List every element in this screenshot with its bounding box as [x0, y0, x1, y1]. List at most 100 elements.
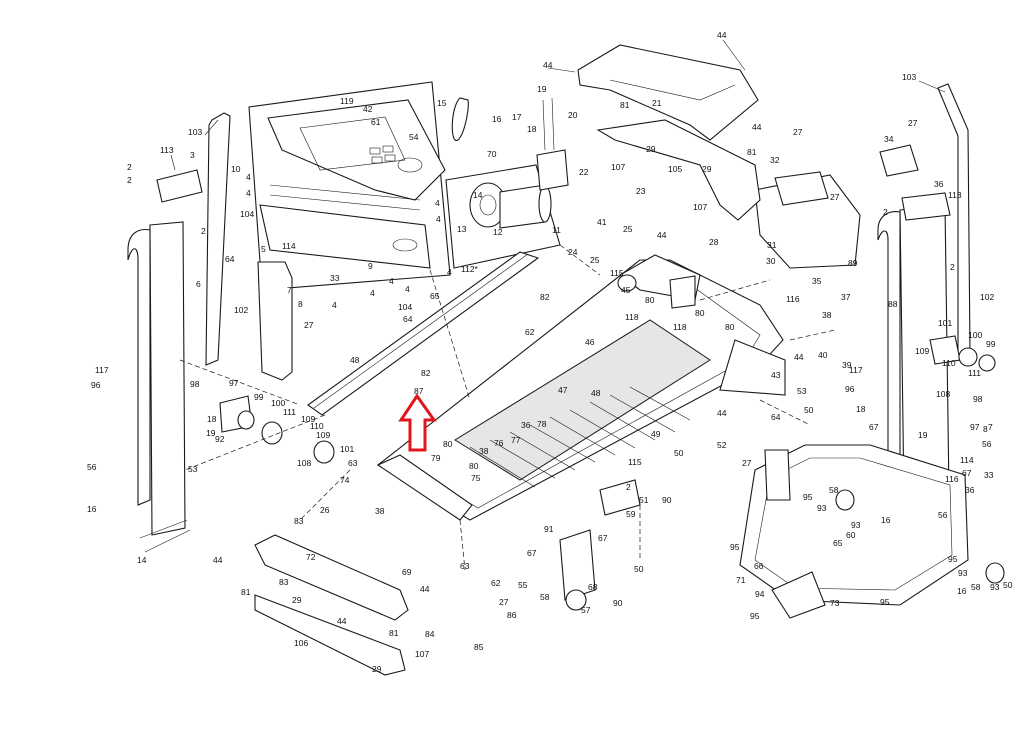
part-callout: 56	[87, 462, 97, 472]
foot-ramp	[771, 571, 826, 619]
part-callout: 28	[709, 237, 719, 247]
motor-body	[499, 184, 546, 229]
part-callout: 36	[934, 179, 944, 189]
deck	[454, 319, 711, 481]
part-callout: 100	[968, 330, 982, 340]
key-holder	[879, 144, 919, 177]
left-wheel	[313, 440, 335, 464]
part-callout: 48	[591, 388, 601, 398]
front-hood-cover	[254, 534, 409, 621]
part-callout: 111	[968, 368, 981, 378]
part-callout: 38	[822, 310, 832, 320]
left-upright	[127, 112, 231, 553]
part-callout: 64	[771, 412, 781, 422]
part-callout: 33	[984, 470, 994, 480]
part-callout: 81	[241, 587, 251, 597]
console-support	[257, 261, 293, 381]
part-callout: 2	[950, 262, 955, 272]
part-callout: 24	[568, 247, 578, 257]
part-callout: 63	[460, 561, 470, 571]
part-callout: 99	[986, 339, 996, 349]
part-callout: 7	[988, 422, 993, 432]
part-callout: 12	[493, 227, 503, 237]
part-callout: 114	[282, 241, 296, 251]
part-callout: 36	[521, 420, 531, 430]
console-inset	[248, 81, 451, 291]
part-callout: 9	[368, 261, 373, 271]
part-callout: 39	[842, 360, 852, 370]
upright-cap	[156, 169, 203, 203]
frame-assembly	[376, 254, 786, 521]
part-callout: 16	[492, 114, 502, 124]
part-callout: 22	[579, 167, 589, 177]
part-callout: 42	[363, 104, 373, 114]
part-callout: 10	[231, 164, 241, 174]
part-callout: 4	[405, 284, 410, 294]
part-callout: 67	[962, 468, 972, 478]
part-callout: 7	[287, 285, 292, 295]
left-upright-post	[149, 221, 186, 536]
part-callout: 35	[812, 276, 822, 286]
part-callout: 87	[414, 386, 424, 396]
part-callout: 73	[830, 598, 840, 608]
part-callout: 65	[833, 538, 843, 548]
part-callout: 79	[431, 453, 441, 463]
part-callout: 53	[188, 464, 198, 474]
part-callout: 59	[626, 509, 636, 519]
part-callout: 27	[830, 192, 840, 202]
part-callout: 26	[320, 505, 330, 515]
part-callout: 78	[537, 419, 547, 429]
part-callout: 8	[298, 299, 303, 309]
part-callout: 103	[902, 72, 916, 82]
part-callout: 110	[942, 358, 956, 368]
part-callout: 31	[767, 240, 777, 250]
part-callout: 80	[443, 439, 453, 449]
part-callout: 45	[621, 285, 631, 295]
part-callout: 95	[948, 554, 958, 564]
hood-frame	[596, 119, 761, 221]
part-callout: 14	[473, 190, 483, 200]
part-callout: 92	[215, 434, 225, 444]
part-callout: 104	[240, 209, 254, 219]
part-callout: 93	[817, 503, 827, 513]
hood-cover	[577, 44, 759, 141]
part-callout: 116	[786, 294, 800, 304]
part-callout: 2	[883, 207, 888, 217]
part-callout: 84	[425, 629, 435, 639]
part-callout: 75	[471, 473, 481, 483]
part-callout: 27	[793, 127, 803, 137]
part-callout: 58	[829, 485, 839, 495]
part-callout: 33	[330, 273, 340, 283]
part-callout: 19	[206, 428, 216, 438]
part-callout: 77	[511, 435, 521, 445]
part-callout: 91	[544, 524, 554, 534]
part-callout: 38	[375, 506, 385, 516]
part-callout: 50	[804, 405, 814, 415]
part-callout: 4	[389, 276, 394, 286]
part-callout: 46	[585, 337, 595, 347]
part-callout: 107	[415, 649, 429, 659]
part-callout: 44	[717, 408, 727, 418]
part-callout: 103	[188, 127, 202, 137]
part-callout: 108	[297, 458, 311, 468]
part-callout: 102	[980, 292, 994, 302]
part-callout: 2	[127, 175, 132, 185]
part-callout: 67	[598, 533, 608, 543]
part-callout: 52	[717, 440, 727, 450]
part-callout: 111	[283, 407, 296, 417]
front-roller	[617, 274, 637, 292]
part-callout: 32	[770, 155, 780, 165]
part-callout: 23	[636, 186, 646, 196]
part-callout: 89	[848, 258, 858, 268]
part-callout: 4	[436, 214, 441, 224]
part-callout: 101	[938, 318, 952, 328]
part-callout: 109	[915, 346, 929, 356]
part-callout: 82	[540, 292, 550, 302]
part-callout: 29	[702, 164, 712, 174]
motor-inset	[445, 97, 561, 269]
part-callout: 99	[254, 392, 264, 402]
part-callout: 25	[623, 224, 633, 234]
part-callout: 63	[348, 458, 358, 468]
part-callout: 4	[370, 288, 375, 298]
